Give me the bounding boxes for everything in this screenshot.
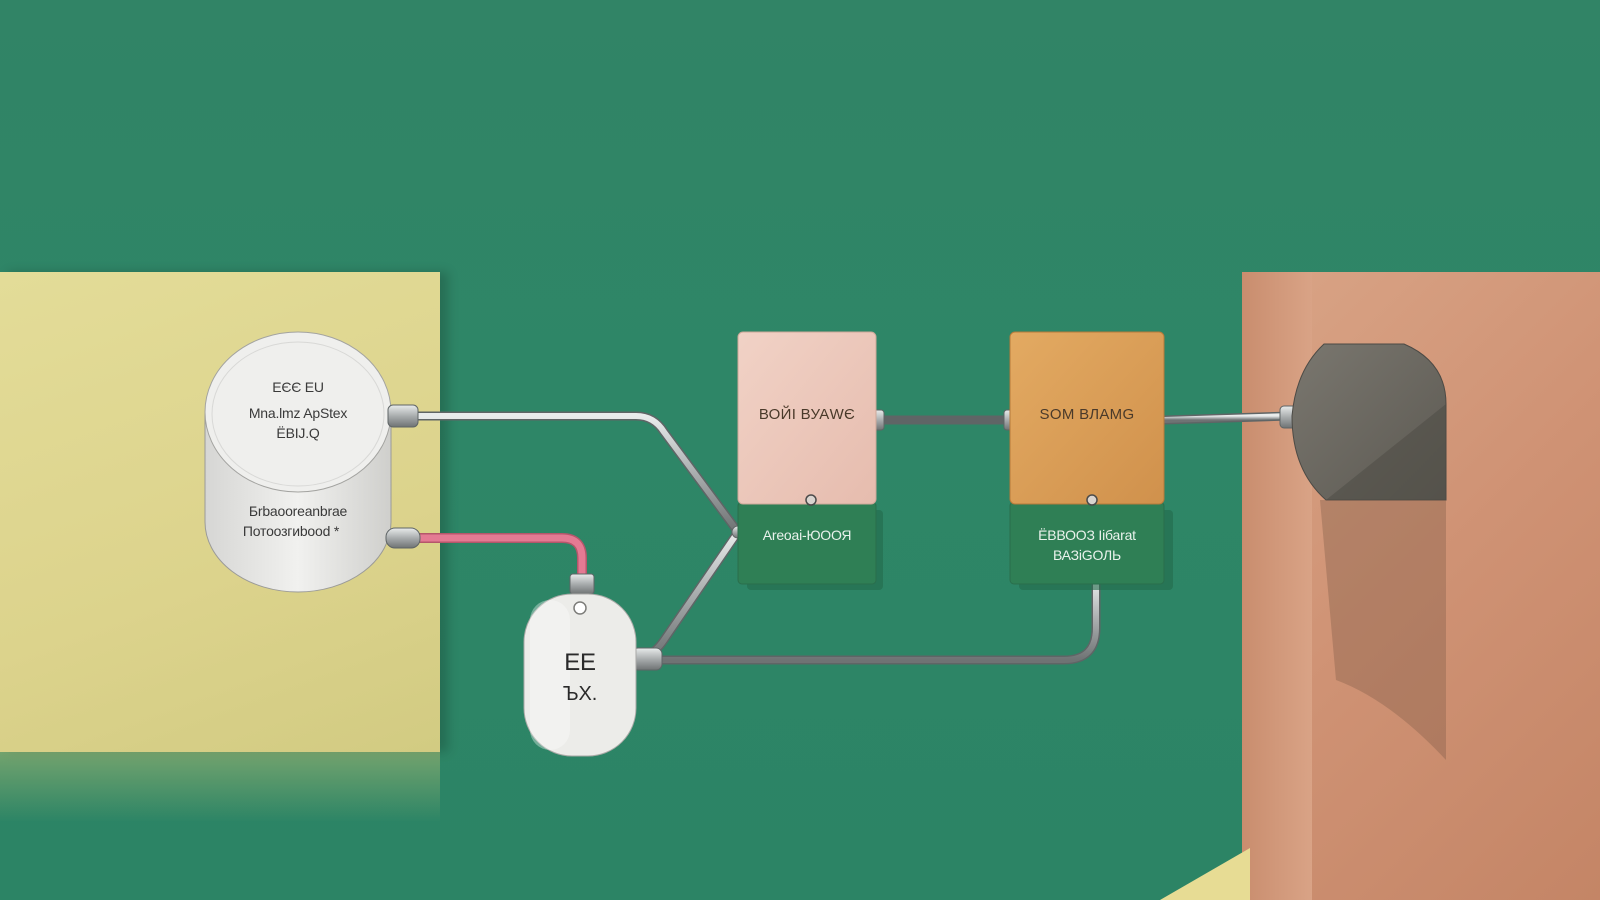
pipe-cylinder-to-junction <box>395 411 743 537</box>
copper-panel-bevel <box>1242 272 1312 900</box>
yellow-panel-reflection <box>0 752 440 822</box>
cylinder-label-3: ЁBIJ.Q <box>276 425 320 441</box>
cylinder-label-2: Мna.lmz ApStex <box>248 405 348 421</box>
cylinder-label-5: Потоозгиbood * <box>242 523 340 539</box>
cylinder-label-1: ЕЄЄ ЕU <box>272 379 324 395</box>
process-box-one <box>737 331 883 590</box>
tank-label-2: ЪΧ. <box>562 683 598 705</box>
pipe-tank-to-box-two <box>635 575 1101 665</box>
box-two-tab-label-2: ВАЗіGОЛЬ <box>1052 547 1122 563</box>
box-one-title: ВОЙI ВУАWЄ <box>758 406 856 423</box>
box-two-title: ЅОМ ВЛАМG <box>1039 406 1135 423</box>
cylinder-label-4: Бrbaooreanbrae <box>248 503 348 519</box>
process-box-two <box>1009 331 1173 590</box>
stone-cap <box>1291 343 1447 760</box>
box-one-tab-label: Аrеоаі-ЮООЯ <box>762 527 852 543</box>
gas-tank <box>523 593 637 757</box>
tank-label-1: ЕЕ <box>564 649 596 676</box>
pink-pipe <box>411 533 587 585</box>
box-two-tab-label-1: ЁВВООЗ Iібаrаt <box>1038 527 1136 543</box>
floor-wedge <box>1160 848 1250 900</box>
storage-cylinder <box>204 331 392 593</box>
